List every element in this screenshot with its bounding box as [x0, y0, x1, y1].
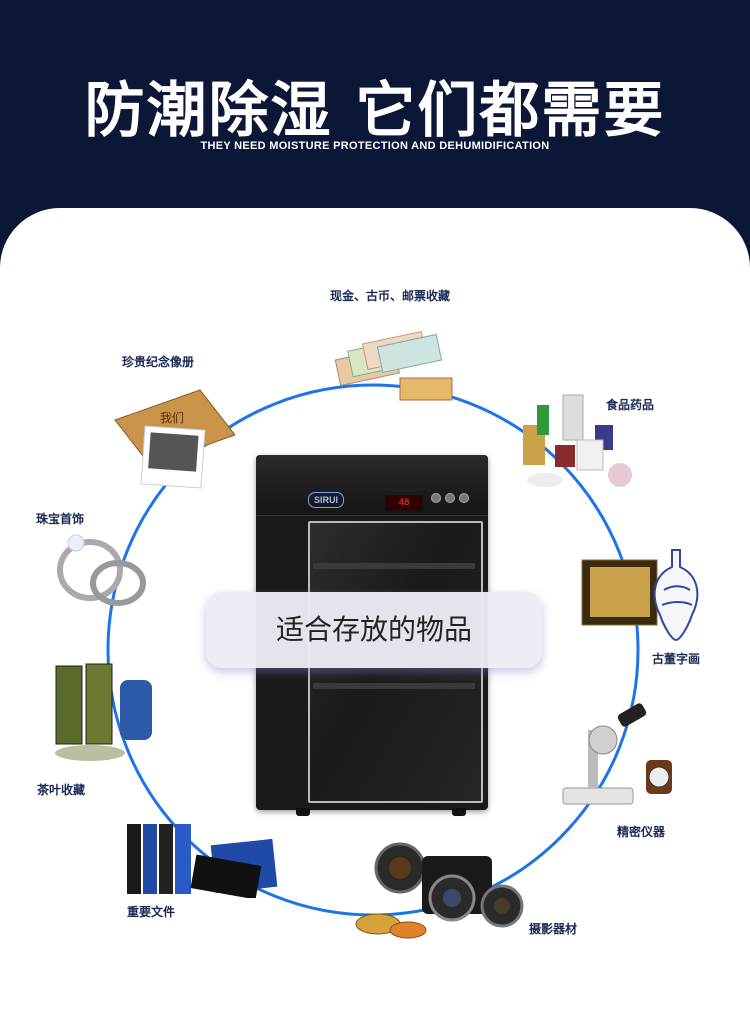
- control-button: [445, 493, 455, 503]
- label-precision-instruments: 精密仪器: [617, 825, 666, 839]
- banknotes-icon: [334, 330, 453, 401]
- cabinet-foot: [452, 808, 466, 816]
- page-subtitle: THEY NEED MOISTURE PROTECTION AND DEHUMI…: [200, 140, 550, 152]
- control-button: [431, 493, 441, 503]
- shelf: [313, 683, 475, 689]
- vase-icon: [581, 549, 699, 642]
- camera-lens-icon: [355, 842, 524, 939]
- medicine-icon: [523, 394, 632, 487]
- cabinet-control-panel: [256, 455, 488, 516]
- label-antiques: 古董字画: [652, 652, 701, 666]
- shelf: [313, 563, 475, 569]
- label-photo-album: 珍贵纪念像册: [122, 355, 195, 369]
- ring-icon: [57, 534, 146, 606]
- label-tea: 茶叶收藏: [37, 783, 86, 797]
- label-food-medicine: 食品药品: [606, 398, 655, 412]
- label-jewelry: 珠宝首饰: [36, 512, 85, 526]
- label-photography-gear: 摄影器材: [529, 922, 578, 936]
- svg-text:我们: 我们: [160, 410, 184, 425]
- label-cash-coins-stamps: 现金、古币、邮票收藏: [330, 289, 451, 303]
- brand-logo: SIRUI: [308, 492, 344, 508]
- photo-album-icon: 我们: [114, 389, 235, 489]
- label-documents: 重要文件: [127, 905, 176, 919]
- humidity-display: 48: [385, 495, 423, 511]
- control-button: [459, 493, 469, 503]
- cabinet-foot: [296, 808, 310, 816]
- center-caption: 适合存放的物品: [206, 592, 542, 668]
- folder-icon: [127, 824, 278, 898]
- microscope-icon: [562, 703, 672, 805]
- page-title: 防潮除湿 它们都需要: [84, 76, 666, 146]
- tea-can-icon: [55, 663, 152, 761]
